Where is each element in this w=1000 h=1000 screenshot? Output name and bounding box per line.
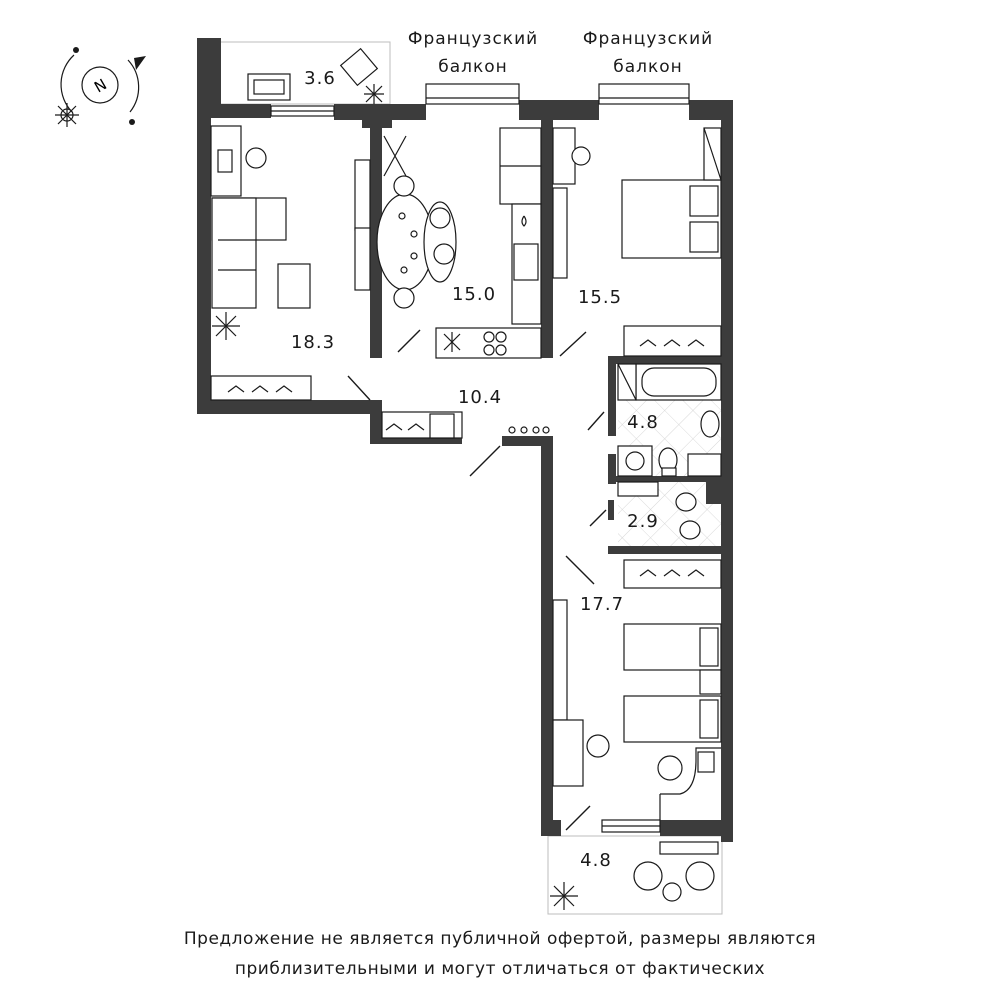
walls [197, 38, 733, 842]
disclaimer-line-2: приблизительными и могут отличаться от ф… [234, 959, 766, 979]
balcony-top-furniture [247, 47, 384, 104]
area-bathroom: 4.8 [627, 412, 659, 433]
bedroom-2-furniture [552, 555, 722, 831]
balcony-label-right: Французский балкон [583, 29, 713, 77]
area-balcony-bottom: 4.8 [580, 850, 612, 871]
bathroom-furniture [587, 363, 722, 477]
compass-north-letter: N [91, 75, 110, 96]
area-hallway: 10.4 [458, 387, 502, 408]
svg-text:балкон: балкон [613, 57, 683, 77]
sun-icon [55, 103, 79, 127]
plant-icon [212, 312, 240, 340]
area-balcony-top: 3.6 [304, 68, 336, 89]
snowflake-icon [443, 332, 461, 352]
hallway-furniture [381, 411, 550, 477]
kitchen-furniture [376, 127, 542, 359]
snowflake-icon [364, 84, 384, 104]
area-toilet: 2.9 [627, 511, 659, 532]
svg-text:Французский: Французский [583, 29, 713, 49]
windows [270, 83, 690, 833]
area-bedroom-2: 17.7 [580, 594, 624, 615]
compass-icon: N [55, 47, 146, 127]
area-living-room: 18.3 [291, 332, 335, 353]
disclaimer: Предложение не является публичной оферто… [0, 924, 1000, 984]
area-bedroom-1: 15.5 [578, 287, 622, 308]
svg-text:Французский: Французский [408, 29, 538, 49]
disclaimer-line-1: Предложение не является публичной оферто… [183, 929, 817, 949]
bedroom-1-furniture [552, 127, 722, 357]
plant-icon [550, 882, 578, 910]
balcony-bottom-furniture [550, 841, 719, 910]
svg-text:балкон: балкон [438, 57, 508, 77]
area-kitchen: 15.0 [452, 284, 496, 305]
toilet-furniture [589, 481, 701, 540]
balcony-label-left: Французский балкон [408, 29, 538, 77]
living-room-furniture [210, 125, 371, 401]
